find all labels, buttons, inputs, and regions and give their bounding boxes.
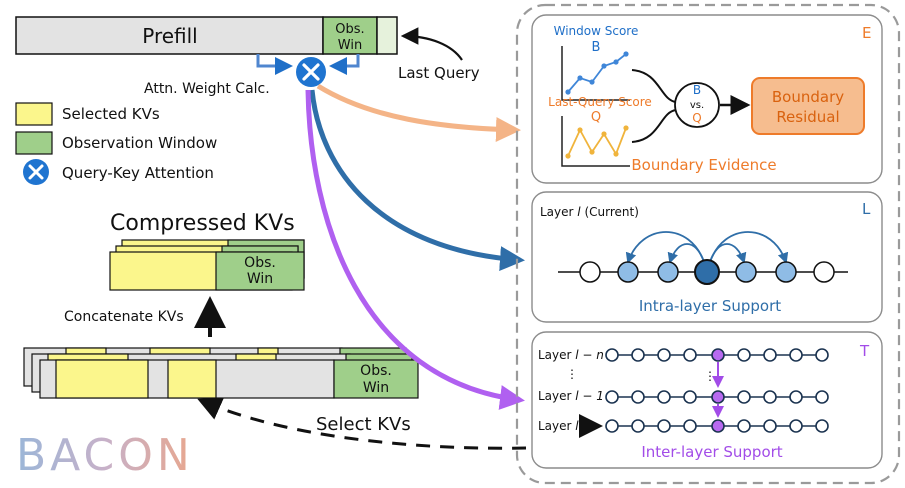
compressed-obs-line2: Win xyxy=(247,271,273,287)
vs-text: vs. xyxy=(690,100,704,111)
attention-node xyxy=(296,57,326,87)
window-score-plot xyxy=(561,46,630,101)
evidence-connector xyxy=(316,83,521,142)
lastq-score-letter: Q xyxy=(591,110,601,125)
vs-b: B xyxy=(693,83,701,97)
compressed-kvs-title: Compressed KVs xyxy=(110,211,295,236)
right-dashed-container xyxy=(515,3,901,485)
select-kvs-label: Select KVs xyxy=(316,414,411,435)
inter-connector xyxy=(305,89,525,410)
inter-layer-caption: Inter-layer Support xyxy=(641,443,782,461)
current-layer-label: Layer l (Current) xyxy=(540,205,639,219)
window-score-label: Window Score xyxy=(554,24,639,38)
layer-row-2 xyxy=(605,419,829,433)
vs-q: Q xyxy=(692,111,701,125)
layer-row-label-2: Layer l xyxy=(538,419,579,433)
panel-inter-layer: T Layer l − n ⋮ Layer l − 1 Layer l ⋮ xyxy=(531,331,883,469)
compressed-kvs-stack: Obs. Win xyxy=(109,239,305,291)
legend-selected-label: Selected KVs xyxy=(62,105,160,123)
panel-intra-layer: L Layer l (Current) Intra-layer Support xyxy=(531,191,883,323)
residual-line1: Boundary xyxy=(772,88,844,106)
panel-boundary-evidence: E Window Score B Last-Query Score Q B vs… xyxy=(531,14,883,184)
intra-connector xyxy=(309,89,525,272)
legend-attention-icon xyxy=(23,159,49,185)
concatenate-label: Concatenate KVs xyxy=(64,309,184,325)
prefill-obs-line2: Win xyxy=(338,38,362,53)
intra-layer-caption: Intra-layer Support xyxy=(639,297,781,315)
bracket-left xyxy=(256,54,293,75)
prefill-bar: Prefill Obs. Win xyxy=(15,16,398,55)
bottom-obs-line1: Obs. xyxy=(360,363,392,379)
residual-line2: Residual xyxy=(776,108,839,126)
last-query-cell xyxy=(376,16,398,55)
legend-observation-swatch xyxy=(15,131,53,155)
panel-e-tag: E xyxy=(862,24,871,42)
dots-left: ⋮ xyxy=(566,367,578,381)
panel-l-tag: L xyxy=(862,200,871,218)
legend-attention-label: Query-Key Attention xyxy=(62,164,214,182)
compressed-obs-line1: Obs. xyxy=(244,255,276,271)
legend: Selected KVs Observation Window Query-Ke… xyxy=(15,102,217,185)
current-token-node xyxy=(694,259,720,285)
prefill-label: Prefill xyxy=(142,24,198,48)
legend-observation-label: Observation Window xyxy=(62,134,217,152)
compressed-obs-window xyxy=(215,251,305,291)
b-vs-q-node xyxy=(674,82,720,128)
bottom-kv-stack: Obs. Win xyxy=(23,347,419,399)
layer-row-label-0: Layer l − n xyxy=(538,348,604,362)
layer-row-label-1: Layer l − 1 xyxy=(538,389,604,403)
bracket-right xyxy=(329,54,360,75)
select-kvs-arrow xyxy=(197,397,527,450)
prefill-obs-window xyxy=(322,16,378,55)
lastq-score-label: Last-Query Score xyxy=(548,95,652,109)
dots-middle: ⋮ xyxy=(704,369,716,383)
last-query-label: Last Query xyxy=(398,64,480,82)
bottom-obs-window xyxy=(333,359,419,399)
bottom-obs-line2: Win xyxy=(363,380,389,396)
boundary-residual-box xyxy=(751,77,865,135)
bacon-logo: BACON xyxy=(16,430,194,481)
prefill-obs-line1: Obs. xyxy=(335,22,364,37)
boundary-evidence-caption: Boundary Evidence xyxy=(631,156,776,174)
legend-selected-swatch xyxy=(15,102,53,126)
panel-t-tag: T xyxy=(859,342,870,360)
layer-row-0 xyxy=(605,348,829,362)
attn-weight-calc-label: Attn. Weight Calc. xyxy=(144,81,270,97)
window-score-letter: B xyxy=(592,40,601,55)
last-query-arrow xyxy=(400,27,463,61)
layer-row-1 xyxy=(605,390,829,404)
lastq-score-plot xyxy=(561,116,630,167)
